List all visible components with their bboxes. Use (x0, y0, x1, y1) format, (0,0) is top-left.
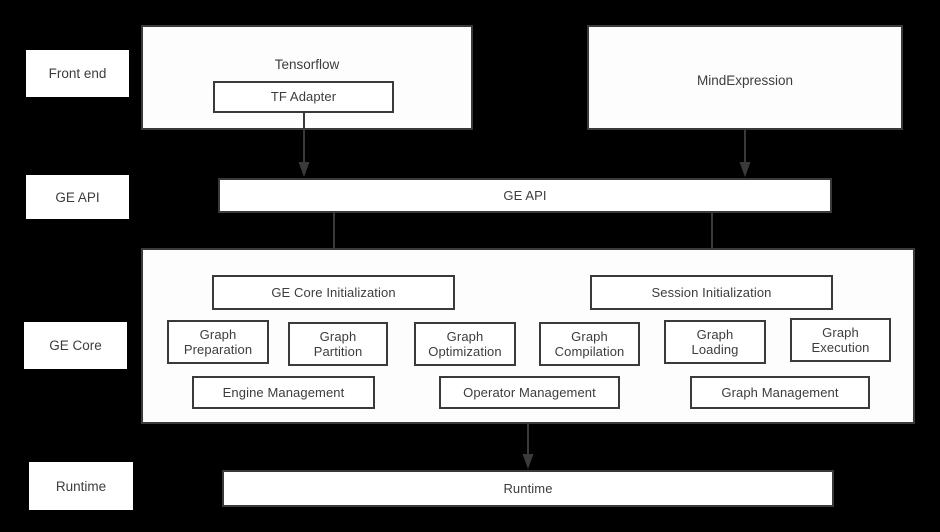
tensorflow-title: Tensorflow (274, 57, 340, 72)
stage-graph-compilation[interactable]: Graph Compilation (539, 322, 640, 366)
ge-api-bar-label: GE API (503, 187, 547, 203)
layer-label-ge-core-text: GE Core (49, 338, 102, 353)
session-initialization-box[interactable]: Session Initialization (590, 275, 833, 310)
layer-label-ge-core: GE Core (24, 322, 127, 369)
engine-management-label: Engine Management (222, 384, 345, 400)
ge-core-initialization-box[interactable]: GE Core Initialization (212, 275, 455, 310)
layer-label-runtime-text: Runtime (55, 478, 107, 494)
operator-management-box[interactable]: Operator Management (439, 376, 620, 409)
layer-label-ge-api: GE API (26, 175, 129, 219)
stage-graph-loading-line2: Loading (691, 342, 739, 357)
session-initialization-label: Session Initialization (651, 284, 772, 300)
stage-graph-compilation-line1: Graph (571, 328, 608, 344)
stage-graph-preparation-line1: Graph (199, 326, 237, 342)
graph-management-box[interactable]: Graph Management (690, 376, 870, 409)
tf-adapter-label: TF Adapter (270, 89, 337, 105)
mindexpression-title: MindExpression (696, 73, 794, 88)
layer-label-ge-api-text: GE API (55, 189, 100, 205)
stage-graph-preparation-line2: Preparation (183, 342, 253, 357)
stage-graph-optimization-line2: Optimization (428, 344, 502, 359)
runtime-bar-label: Runtime (503, 480, 553, 496)
stage-graph-partition-line1: Graph (319, 328, 357, 344)
stage-graph-execution-line1: Graph (822, 324, 859, 340)
arrow-tf-adapter-to-ge-api (296, 113, 312, 179)
stage-graph-partition-line2: Partition (313, 344, 363, 359)
stage-graph-optimization[interactable]: Graph Optimization (414, 322, 516, 366)
engine-management-box[interactable]: Engine Management (192, 376, 375, 409)
layer-label-front-end-text: Front end (48, 66, 107, 81)
stage-graph-execution-line2: Execution (811, 340, 870, 355)
tf-adapter-box[interactable]: TF Adapter (213, 81, 394, 113)
stage-graph-loading-line1: Graph (696, 326, 734, 342)
runtime-bar[interactable]: Runtime (222, 470, 834, 507)
stage-graph-optimization-line1: Graph (446, 328, 484, 344)
stage-graph-execution[interactable]: Graph Execution (790, 318, 891, 362)
mindexpression-container: MindExpression (587, 25, 903, 130)
arrow-mindexpression-to-ge-api (737, 130, 753, 179)
operator-management-label: Operator Management (463, 384, 596, 400)
stage-graph-partition[interactable]: Graph Partition (288, 322, 388, 366)
graph-management-label: Graph Management (721, 384, 839, 400)
layer-label-runtime: Runtime (29, 462, 133, 510)
ge-api-bar[interactable]: GE API (218, 178, 832, 213)
layer-label-front-end: Front end (26, 50, 129, 97)
arrow-ge-core-to-runtime (520, 424, 536, 471)
stage-graph-preparation[interactable]: Graph Preparation (167, 320, 269, 364)
stage-graph-loading[interactable]: Graph Loading (664, 320, 766, 364)
ge-core-initialization-label: GE Core Initialization (271, 284, 396, 300)
stage-graph-compilation-line2: Compilation (554, 344, 625, 359)
